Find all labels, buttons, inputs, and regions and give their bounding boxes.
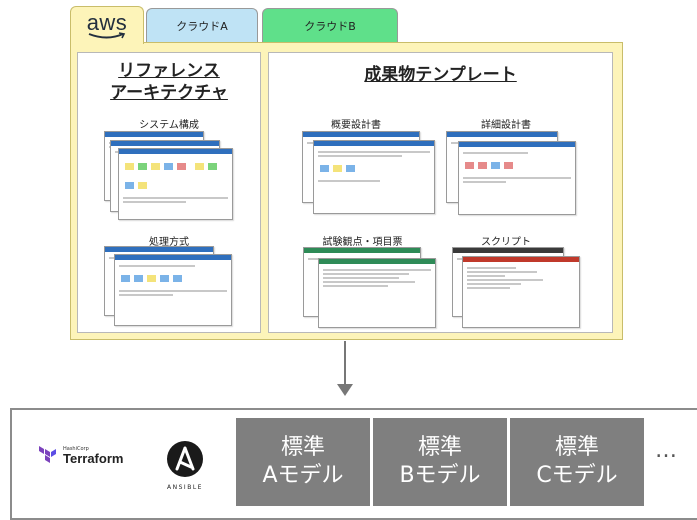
standard-model-c: 標準 Cモデル	[510, 418, 644, 506]
model-c-line1: 標準	[554, 435, 599, 460]
tab-aws[interactable]: aws	[70, 6, 144, 44]
arrow-down-icon	[337, 384, 353, 396]
script-doc-thumb-front	[462, 256, 580, 328]
overview-doc-thumb-front	[313, 140, 435, 214]
reference-title-line1: リファレンス	[118, 61, 220, 81]
tab-cloud-b[interactable]: クラウドB	[262, 8, 398, 42]
system-config-label: システム構成	[139, 120, 199, 131]
model-c-line2: Cモデル	[536, 463, 618, 488]
tab-cloud-a[interactable]: クラウドA	[146, 8, 258, 42]
reference-title: リファレンス アーキテクチャ	[77, 60, 261, 104]
test-items-label: 試験観点・項目票	[322, 237, 403, 248]
terraform-vendor-label: HashiCorp	[63, 446, 89, 452]
aws-logo-text: aws	[86, 9, 128, 35]
terraform-label: Terraform	[63, 451, 124, 466]
templates-title: 成果物テンプレート	[364, 65, 517, 85]
model-a-line1: 標準	[280, 435, 325, 460]
terraform-logo: HashiCorp Terraform	[38, 446, 123, 466]
model-b-line1: 標準	[417, 435, 462, 460]
standard-model-a: 標準 Aモデル	[236, 418, 370, 506]
model-b-line2: Bモデル	[399, 463, 481, 488]
aws-smile-icon	[88, 31, 126, 38]
more-models-ellipsis: …	[655, 438, 677, 463]
tab-cloud-b-label: クラウドB	[304, 19, 356, 33]
ansible-icon	[167, 441, 203, 477]
detail-doc-thumb-front	[458, 141, 576, 215]
system-doc-thumb-front	[118, 148, 233, 220]
tab-cloud-a-label: クラウドA	[176, 19, 228, 33]
model-a-line2: Aモデル	[262, 463, 344, 488]
terraform-icon	[39, 446, 56, 463]
processing-method-label: 処理方式	[149, 237, 189, 248]
ansible-label: ANSIBLE	[167, 484, 203, 491]
test-doc-thumb-front	[318, 258, 436, 328]
standard-model-b: 標準 Bモデル	[373, 418, 507, 506]
script-label: スクリプト	[481, 237, 531, 248]
processing-doc-thumb-front	[114, 254, 232, 326]
aws-logo: aws	[86, 9, 128, 40]
reference-title-line2: アーキテクチャ	[110, 83, 228, 103]
ansible-logo: ANSIBLE	[166, 440, 204, 491]
overview-design-label: 概要設計書	[331, 120, 381, 131]
detail-design-label: 詳細設計書	[481, 120, 531, 131]
flow-arrow-line	[344, 341, 346, 386]
